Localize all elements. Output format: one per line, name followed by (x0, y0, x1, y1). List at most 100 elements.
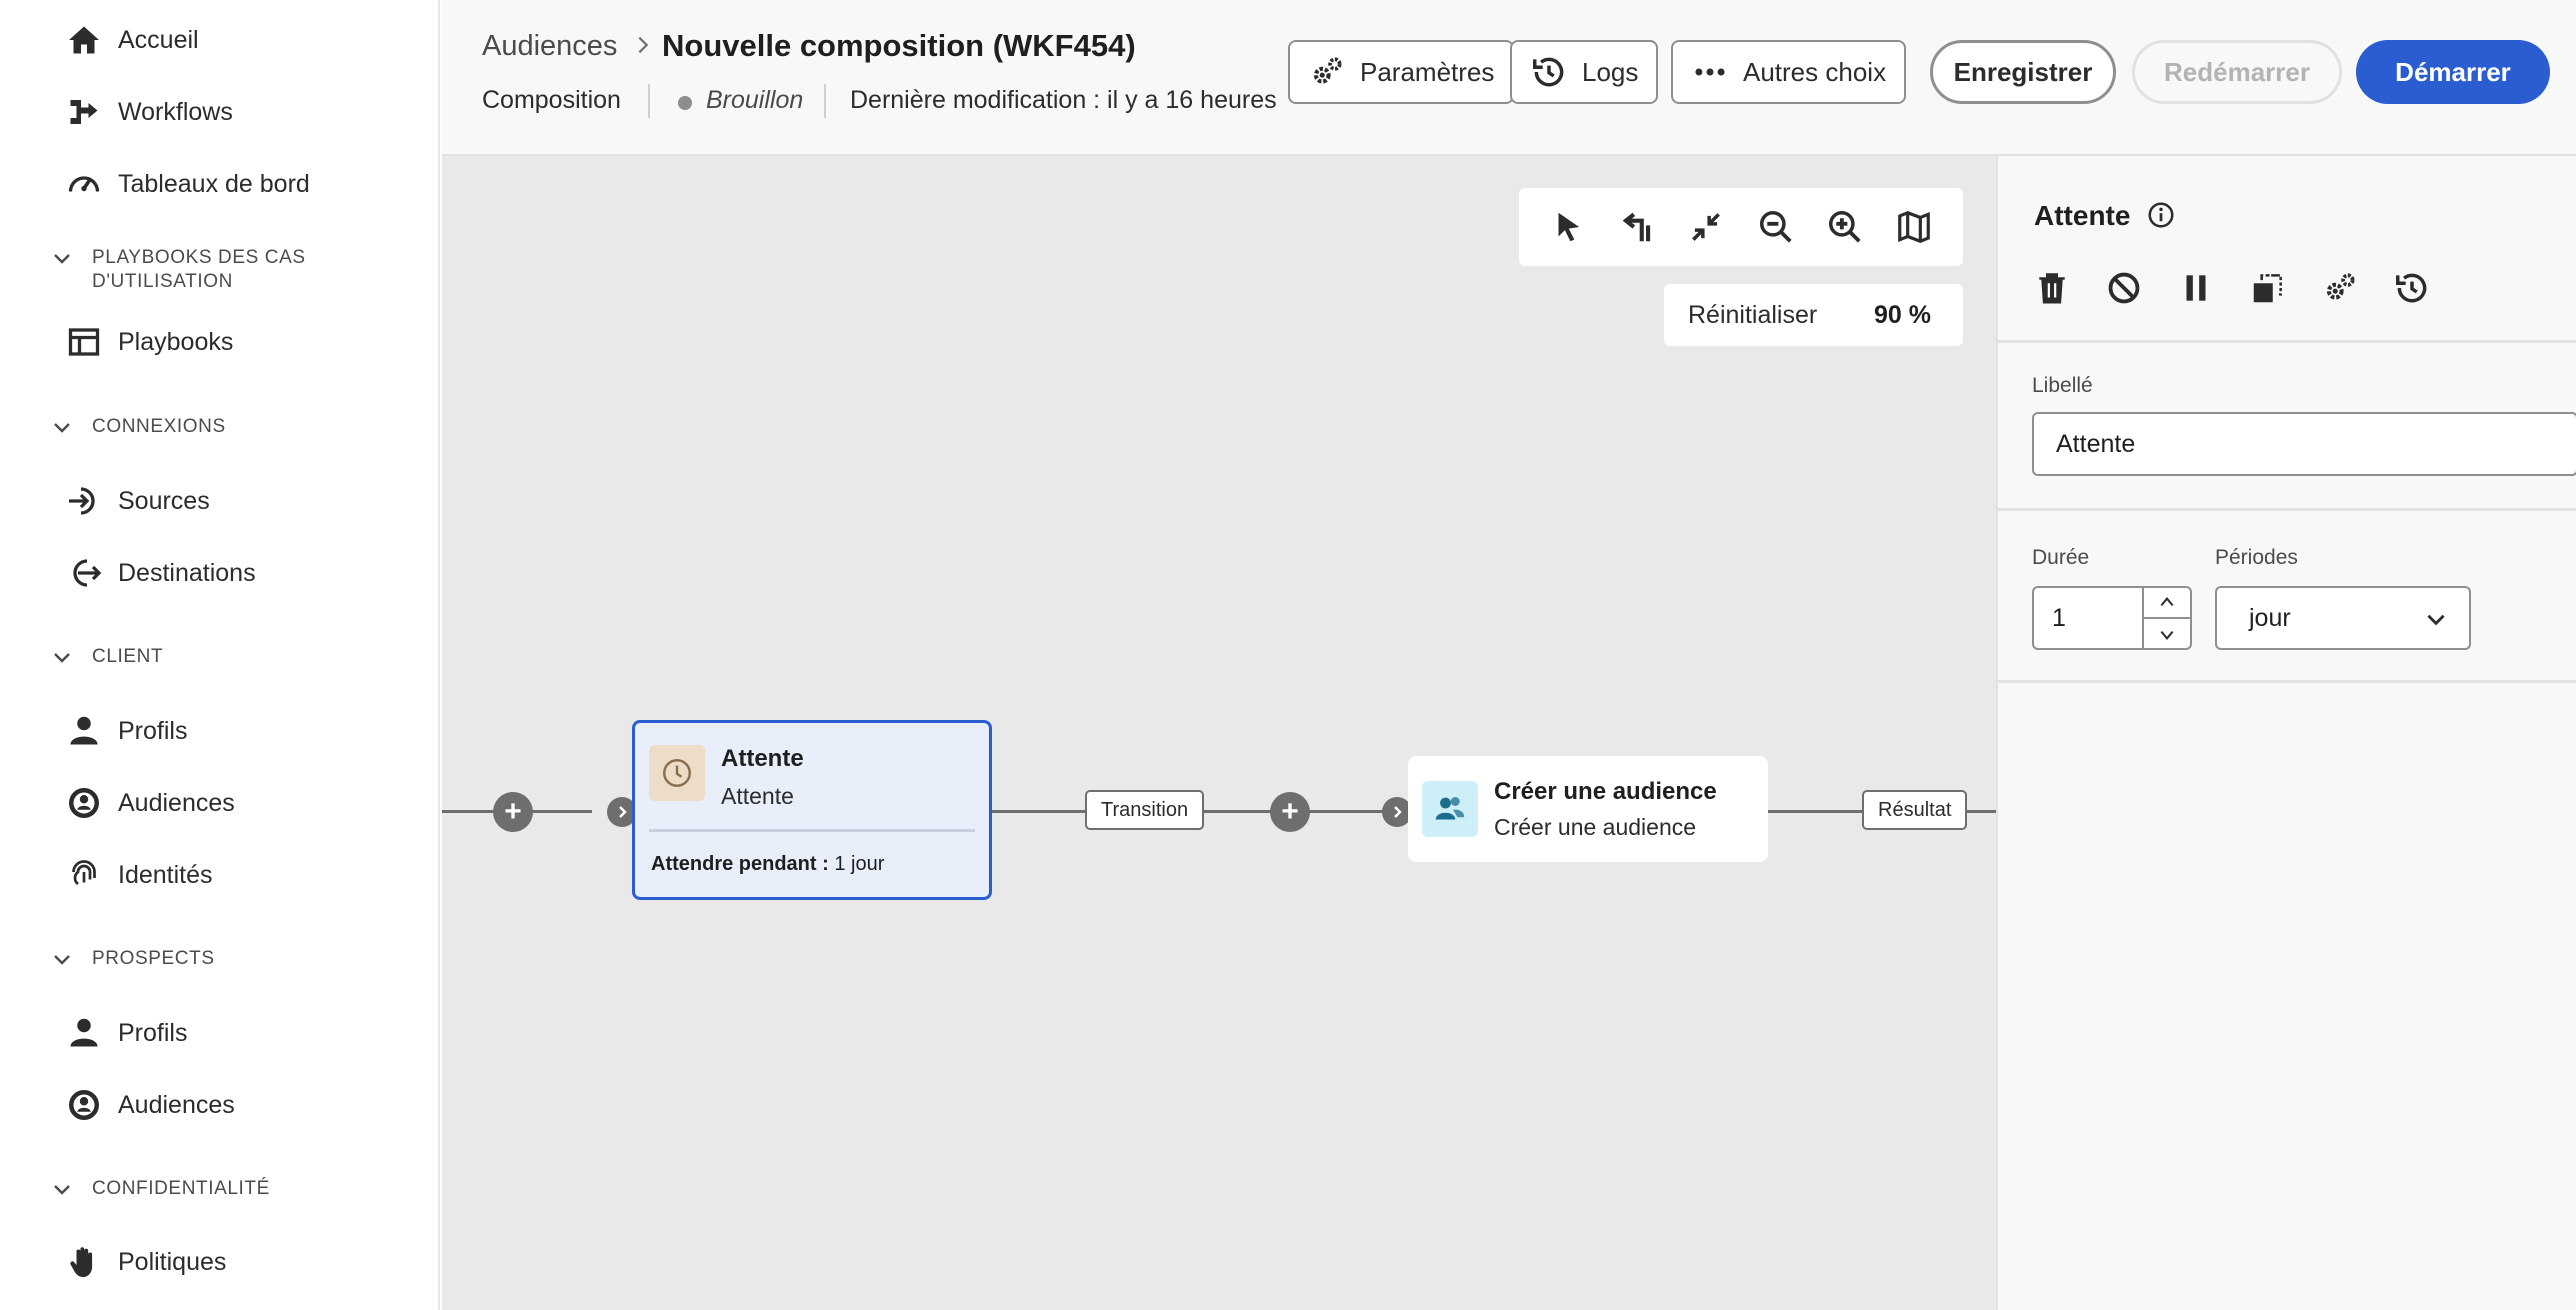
sidebar-item-label: Profils (118, 1018, 188, 1047)
fit-view-button[interactable] (1682, 203, 1730, 251)
sidebar-item-label: Audiences (118, 1090, 235, 1119)
audience-icon (64, 1085, 104, 1125)
chevron-down-icon (54, 653, 70, 663)
activity-node-wait[interactable]: Attente Attente Attendre pendant : 1 jou… (632, 720, 992, 900)
pause-button[interactable] (2170, 262, 2222, 314)
divider (648, 84, 650, 118)
copy-button[interactable] (2242, 262, 2294, 314)
reset-zoom-button[interactable]: Réinitialiser (1688, 300, 1818, 329)
user-icon (64, 711, 104, 751)
settings-button[interactable]: Paramètres (1288, 40, 1515, 104)
sources-icon (64, 481, 104, 521)
divider (824, 84, 826, 118)
node-input-arrow (1382, 797, 1412, 827)
duration-stepper[interactable]: 1 (2032, 586, 2192, 650)
section-client[interactable]: CLIENT (50, 645, 163, 669)
sidebar-item-audiences[interactable]: Audiences (64, 778, 235, 828)
audience-icon (64, 783, 104, 823)
sidebar-item-accueil[interactable]: Accueil (64, 15, 199, 65)
breadcrumb-audiences[interactable]: Audiences (482, 30, 618, 62)
sidebar-item-tableaux-de-bord[interactable]: Tableaux de bord (64, 159, 310, 209)
periods-value: jour (2249, 603, 2291, 632)
sidebar-item-identites[interactable]: Identités (64, 850, 213, 900)
sidebar-item-profils[interactable]: Profils (64, 706, 187, 756)
section-title: PROSPECTS (92, 948, 215, 969)
zoom-in-button[interactable] (1821, 203, 1869, 251)
wait-duration-label: Attendre pendant : (651, 853, 829, 875)
logs-button-label: Logs (1582, 56, 1639, 87)
sidebar-item-politiques[interactable]: Politiques (64, 1237, 226, 1287)
section-title-line2: D'UTILISATION (92, 271, 233, 292)
arrange-icon (1622, 212, 1651, 242)
select-tool-button[interactable] (1544, 203, 1592, 251)
sidebar-item-label: Audiences (118, 788, 235, 817)
more-options-button[interactable]: Autres choix (1671, 40, 1907, 104)
home-icon (64, 20, 104, 60)
audience-icon (1422, 781, 1478, 837)
disable-button[interactable] (2098, 262, 2150, 314)
workflow-canvas[interactable]: Réinitialiser 90 % + Attente Attente Att… (442, 156, 1996, 1310)
sidebar-item-label: Tableaux de bord (118, 169, 310, 198)
history-icon (2396, 273, 2427, 303)
chevron-down-icon (54, 955, 70, 965)
workflow-icon (64, 92, 104, 132)
decrement-button[interactable] (2144, 617, 2190, 650)
logs-button[interactable]: Logs (1510, 40, 1659, 104)
label-input[interactable]: Attente (2032, 412, 2576, 476)
node-footer: Attendre pendant : 1 jour (651, 853, 884, 876)
sidebar-item-sources[interactable]: Sources (64, 476, 210, 526)
chevron-up-icon (2160, 596, 2174, 606)
delete-button[interactable] (2026, 262, 2078, 314)
section-connexions[interactable]: CONNEXIONS (50, 415, 226, 439)
increment-button[interactable] (2144, 586, 2190, 617)
chevron-right-icon (1394, 806, 1402, 818)
pause-icon (2186, 275, 2206, 301)
sidebar-item-prospects-profils[interactable]: Profils (64, 1008, 187, 1058)
user-icon (64, 1013, 104, 1053)
panel-title: Attente (2034, 200, 2131, 231)
status-dot (678, 96, 692, 110)
zoom-out-button[interactable] (1752, 203, 1800, 251)
start-button[interactable]: Démarrer (2356, 40, 2550, 104)
section-title: CONFIDENTIALITÉ (92, 1178, 270, 1199)
minimap-button[interactable] (1890, 203, 1938, 251)
section-title: CLIENT (92, 646, 164, 667)
add-activity-button[interactable]: + (1270, 792, 1310, 832)
sidebar-item-prospects-audiences[interactable]: Audiences (64, 1080, 235, 1130)
section-prospects[interactable]: PROSPECTS (50, 947, 215, 971)
stepper-buttons (2142, 586, 2190, 650)
playbook-icon (64, 322, 104, 362)
auto-arrange-button[interactable] (1613, 203, 1661, 251)
periods-select[interactable]: jour (2215, 586, 2471, 650)
activity-node-create-audience[interactable]: Créer une audience Créer une audience (1408, 756, 1768, 862)
restart-button[interactable]: Redémarrer (2132, 40, 2342, 104)
sidebar-item-playbooks[interactable]: Playbooks (64, 317, 233, 367)
sidebar-item-label: Profils (118, 716, 188, 745)
node-subtitle: Créer une audience (1494, 814, 1697, 840)
duration-label: Durée (2032, 546, 2090, 569)
chevron-down-icon (2427, 614, 2445, 626)
header: Audiences Nouvelle composition (WKF454) … (442, 0, 2576, 156)
save-button[interactable]: Enregistrer (1930, 40, 2116, 104)
sidebar-item-workflows[interactable]: Workflows (64, 87, 233, 137)
clock-icon (649, 745, 705, 801)
sidebar-item-label: Politiques (118, 1247, 227, 1276)
collapse-icon (1692, 213, 1721, 241)
trash-icon (2039, 273, 2065, 304)
disable-icon (2108, 272, 2140, 304)
transition-label[interactable]: Transition (1085, 790, 1205, 830)
periods-label: Périodes (2215, 546, 2298, 569)
chevron-down-icon (54, 423, 70, 433)
info-icon[interactable] (2146, 200, 2176, 230)
node-subtitle: Attente (721, 783, 794, 809)
sidebar-item-destinations[interactable]: Destinations (64, 548, 256, 598)
add-activity-button[interactable]: + (493, 792, 533, 832)
zoom-level: 90 % (1874, 300, 1931, 329)
activity-history-button[interactable] (2386, 262, 2438, 314)
section-confidentialite[interactable]: CONFIDENTIALITÉ (50, 1177, 270, 1201)
activity-actions (2026, 262, 2458, 314)
activity-settings-button[interactable] (2314, 262, 2366, 314)
result-label[interactable]: Résultat (1862, 790, 1968, 830)
chevron-down-icon (54, 1185, 70, 1195)
